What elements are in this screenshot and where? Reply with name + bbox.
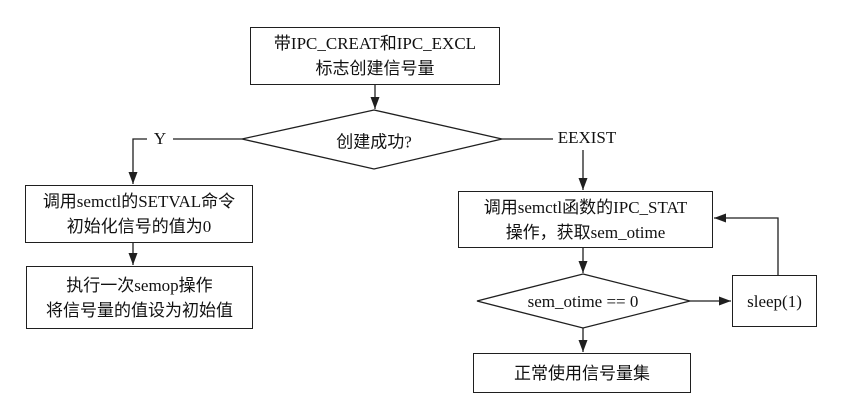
node-create-semaphore-line2: 标志创建信号量 <box>315 59 435 78</box>
branch-label-eexist: EEXIST <box>553 126 621 150</box>
node-setval: 调用semctl的SETVAL命令 初始化信号的值为0 <box>25 185 253 243</box>
branch-label-yes: Y <box>147 127 173 151</box>
node-ipc-stat-line2: 操作，获取sem_otime <box>505 222 666 242</box>
node-create-semaphore-line1: 带IPC_CREAT和IPC_EXCL <box>273 34 477 53</box>
node-ipc-stat: 调用semctl函数的IPC_STAT 操作，获取sem_otime <box>458 191 713 248</box>
node-ipc-stat-line1: 调用semctl函数的IPC_STAT <box>483 197 688 217</box>
node-use-semaphore-label: 正常使用信号量集 <box>514 363 650 383</box>
node-sleep: sleep(1) <box>732 275 817 327</box>
decision-create-success-shape <box>241 109 503 170</box>
node-semop-line2: 将信号量的值设为初始值 <box>46 300 233 320</box>
node-setval-line2: 初始化信号的值为0 <box>66 217 212 236</box>
node-use-semaphore: 正常使用信号量集 <box>473 353 691 393</box>
node-create-semaphore: 带IPC_CREAT和IPC_EXCL 标志创建信号量 <box>250 27 500 85</box>
node-sleep-label: sleep(1) <box>747 291 802 311</box>
node-setval-line1: 调用semctl的SETVAL命令 <box>42 192 236 211</box>
decision-create-success-label: 创建成功? <box>336 132 412 152</box>
edge-decision-yes-to-setval <box>128 138 242 184</box>
edge-sleep-loop-to-ipcstat <box>714 213 779 275</box>
node-semop-line1: 执行一次semop操作 <box>66 275 213 295</box>
decision-sem-otime-label: sem_otime == 0 <box>527 292 639 311</box>
node-semop: 执行一次semop操作 将信号量的值设为初始值 <box>26 266 253 329</box>
